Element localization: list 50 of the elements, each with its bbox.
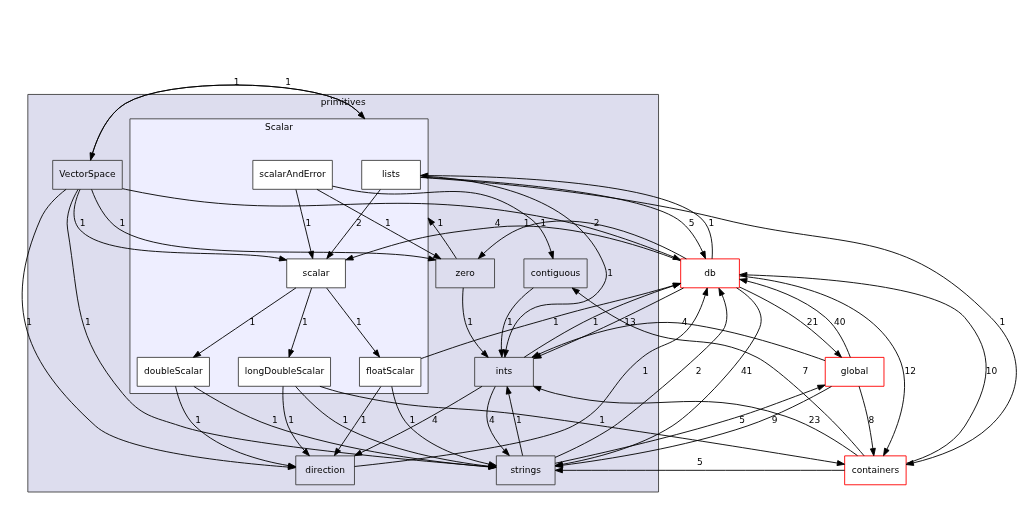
edge-label: 1 — [539, 218, 546, 229]
edge-label: 12 — [903, 366, 916, 377]
edge-label: 40 — [833, 316, 845, 327]
edge-label: 1 — [84, 316, 91, 327]
edge-label: 1 — [708, 218, 714, 229]
edge-label: 4 — [494, 218, 501, 229]
edge-label: 21 — [806, 316, 818, 327]
edge-label: 1 — [355, 316, 362, 327]
edge-label: 1 — [118, 218, 125, 229]
edge-label: 1 — [79, 218, 85, 229]
edge-label: 41 — [740, 366, 752, 377]
edge-label: 8 — [867, 415, 874, 426]
edge-label: 2 — [593, 218, 600, 229]
edge-label: 4 — [681, 316, 688, 327]
edge-label: 1 — [408, 415, 415, 426]
edge-label: 23 — [808, 415, 820, 426]
edge-label: 1 — [25, 316, 32, 327]
edge-label: 1 — [552, 316, 559, 327]
edge-label: 1 — [466, 316, 473, 327]
edge-label: 4 — [431, 415, 438, 426]
edge-label: 1 — [287, 415, 294, 426]
edge-label: 1 — [249, 316, 255, 327]
edge-label: 1 — [606, 267, 613, 278]
edge-label: 10 — [985, 366, 997, 377]
edge-label: 1 — [592, 316, 599, 327]
edge-label: 1 — [233, 76, 239, 87]
edge-label: 5 — [688, 218, 694, 229]
edge-label: 5 — [738, 415, 745, 426]
edge-label: 1 — [998, 316, 1005, 327]
edge-label: 1 — [305, 218, 311, 229]
edge-label: 1 — [384, 218, 391, 229]
edge-label: 1 — [598, 415, 605, 426]
edge-label: 7 — [801, 366, 808, 377]
edge-label: 1 — [342, 415, 348, 426]
edge-label: 1 — [284, 76, 291, 87]
edge-label: 5 — [696, 456, 703, 467]
edge-label: 1 — [194, 415, 201, 426]
edge-label: 1 — [523, 218, 529, 229]
edge-label: 9 — [771, 415, 778, 426]
edge-label: 1 — [271, 415, 278, 426]
edge-label: 1 — [360, 415, 366, 426]
edge-label: 1 — [436, 218, 443, 229]
edge-label: 4 — [488, 415, 495, 426]
edge-label: 1 — [515, 415, 522, 426]
edge-label: 1 — [301, 316, 308, 327]
edge-label: 2 — [355, 218, 362, 229]
edge-label: 13 — [623, 316, 636, 327]
edge-label: 2 — [695, 366, 702, 377]
edge-label: 1 — [506, 316, 513, 327]
edge-label: 1 — [642, 366, 648, 377]
